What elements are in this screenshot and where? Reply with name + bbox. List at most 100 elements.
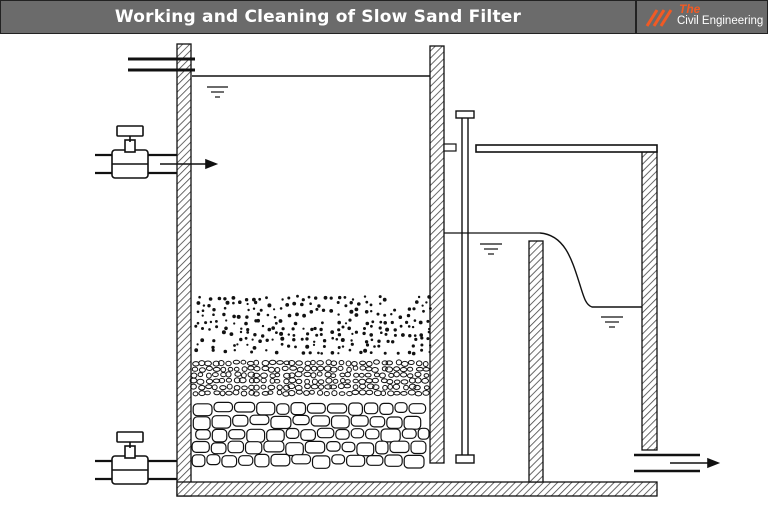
gravel-stone (291, 454, 312, 465)
coarse-grain (387, 383, 394, 390)
gravel-stone (335, 428, 350, 440)
coarse-grain (365, 366, 373, 372)
coarse-grain (253, 366, 261, 372)
coarse-grain (283, 378, 290, 385)
coarse-grain (238, 377, 247, 384)
sand-grain (384, 332, 388, 336)
coarse-grain (310, 359, 316, 366)
sand-grain (359, 350, 363, 355)
gravel-stone (266, 429, 285, 443)
gravel-stone (403, 415, 422, 430)
sand-grain (379, 302, 382, 305)
coarse-grain (423, 385, 430, 391)
sand-grain (246, 331, 250, 334)
sand-grain (371, 320, 375, 324)
gravel-stone (276, 403, 290, 415)
coarse-grain (388, 372, 395, 378)
gravel-stone (410, 440, 427, 455)
bottom-floor-slab (176, 481, 658, 497)
sand-grain (215, 325, 219, 329)
sand-grain (411, 351, 416, 356)
sand-grain (305, 344, 310, 349)
coarse-grain (295, 378, 303, 385)
sand-grain (408, 334, 412, 338)
sand-grain (280, 342, 284, 346)
sand-grain (279, 331, 284, 336)
sand-grain (337, 313, 340, 316)
sand-grain (413, 334, 417, 337)
sand-grain (312, 343, 316, 346)
sand-grain (405, 320, 409, 324)
coarse-grain (303, 390, 310, 396)
coarse-grain (253, 359, 260, 366)
coarse-grain (192, 361, 200, 367)
coarse-grain (358, 372, 365, 378)
gravel-stone (221, 455, 238, 468)
coarse-grain (225, 371, 232, 378)
outlet-chamber-right-wall (641, 150, 658, 451)
sand-grain (320, 352, 324, 355)
coarse-grain (400, 379, 409, 385)
sand-grain (364, 310, 369, 314)
outlet-chamber-top-pipe (475, 144, 658, 153)
sand-grain (376, 312, 380, 316)
sand-grain (330, 330, 335, 334)
coarse-grain (309, 389, 315, 395)
coarse-grain (310, 372, 317, 379)
sand-grain (396, 351, 400, 355)
coarse-grain (267, 390, 274, 395)
coarse-grain (324, 371, 332, 378)
sand-grain (246, 302, 249, 306)
coarse-grain (323, 365, 332, 372)
sand-grain (378, 295, 382, 299)
sand-grain (301, 298, 305, 302)
sand-grain (390, 320, 394, 325)
coarse-grain (234, 371, 242, 377)
sand-grain (252, 297, 256, 302)
sand-grain (256, 318, 261, 323)
sand-grain (211, 348, 215, 352)
gravel-stone (270, 415, 292, 430)
sand-grain (420, 348, 424, 352)
sand-grain (266, 313, 270, 317)
sand-grain (309, 302, 312, 306)
gravel-stone (417, 427, 430, 440)
sand-grain (236, 343, 239, 346)
coarse-grain (212, 366, 221, 372)
sand-grain (363, 348, 368, 353)
coarse-grain (414, 371, 422, 378)
sand-grain (322, 345, 326, 348)
sand-grain (363, 327, 366, 330)
gravel-stone (408, 403, 427, 414)
coarse-grain (407, 366, 414, 372)
coarse-grain (329, 366, 338, 373)
sand-grain (201, 327, 204, 330)
sand-grain (317, 304, 321, 308)
coarse-grain (423, 373, 430, 378)
coarse-grain (339, 372, 346, 378)
coarse-grain (372, 384, 380, 391)
sand-grain (377, 339, 381, 343)
sand-grain (302, 313, 306, 318)
sand-grain (331, 336, 335, 340)
sand-grain (223, 306, 227, 310)
sand-grain (351, 332, 354, 335)
coarse-grain (205, 378, 214, 385)
sand-grain (383, 321, 388, 325)
sand-grain (370, 310, 373, 313)
sand-grain (337, 333, 342, 337)
coarse-grain (325, 359, 332, 366)
sand-grain (369, 333, 374, 337)
sand-grain (194, 324, 198, 328)
coarse-grain (330, 373, 337, 379)
coarse-grain (276, 360, 284, 365)
coarse-grain (351, 389, 360, 396)
sand-grain (319, 333, 323, 336)
coarse-grain (288, 360, 296, 366)
coarse-grain (317, 390, 324, 396)
gravel-stone (311, 455, 331, 469)
gravel-stone (232, 414, 249, 427)
sand-grain (428, 350, 431, 354)
gravel-stone (270, 453, 291, 467)
gravel-stone (285, 427, 300, 439)
